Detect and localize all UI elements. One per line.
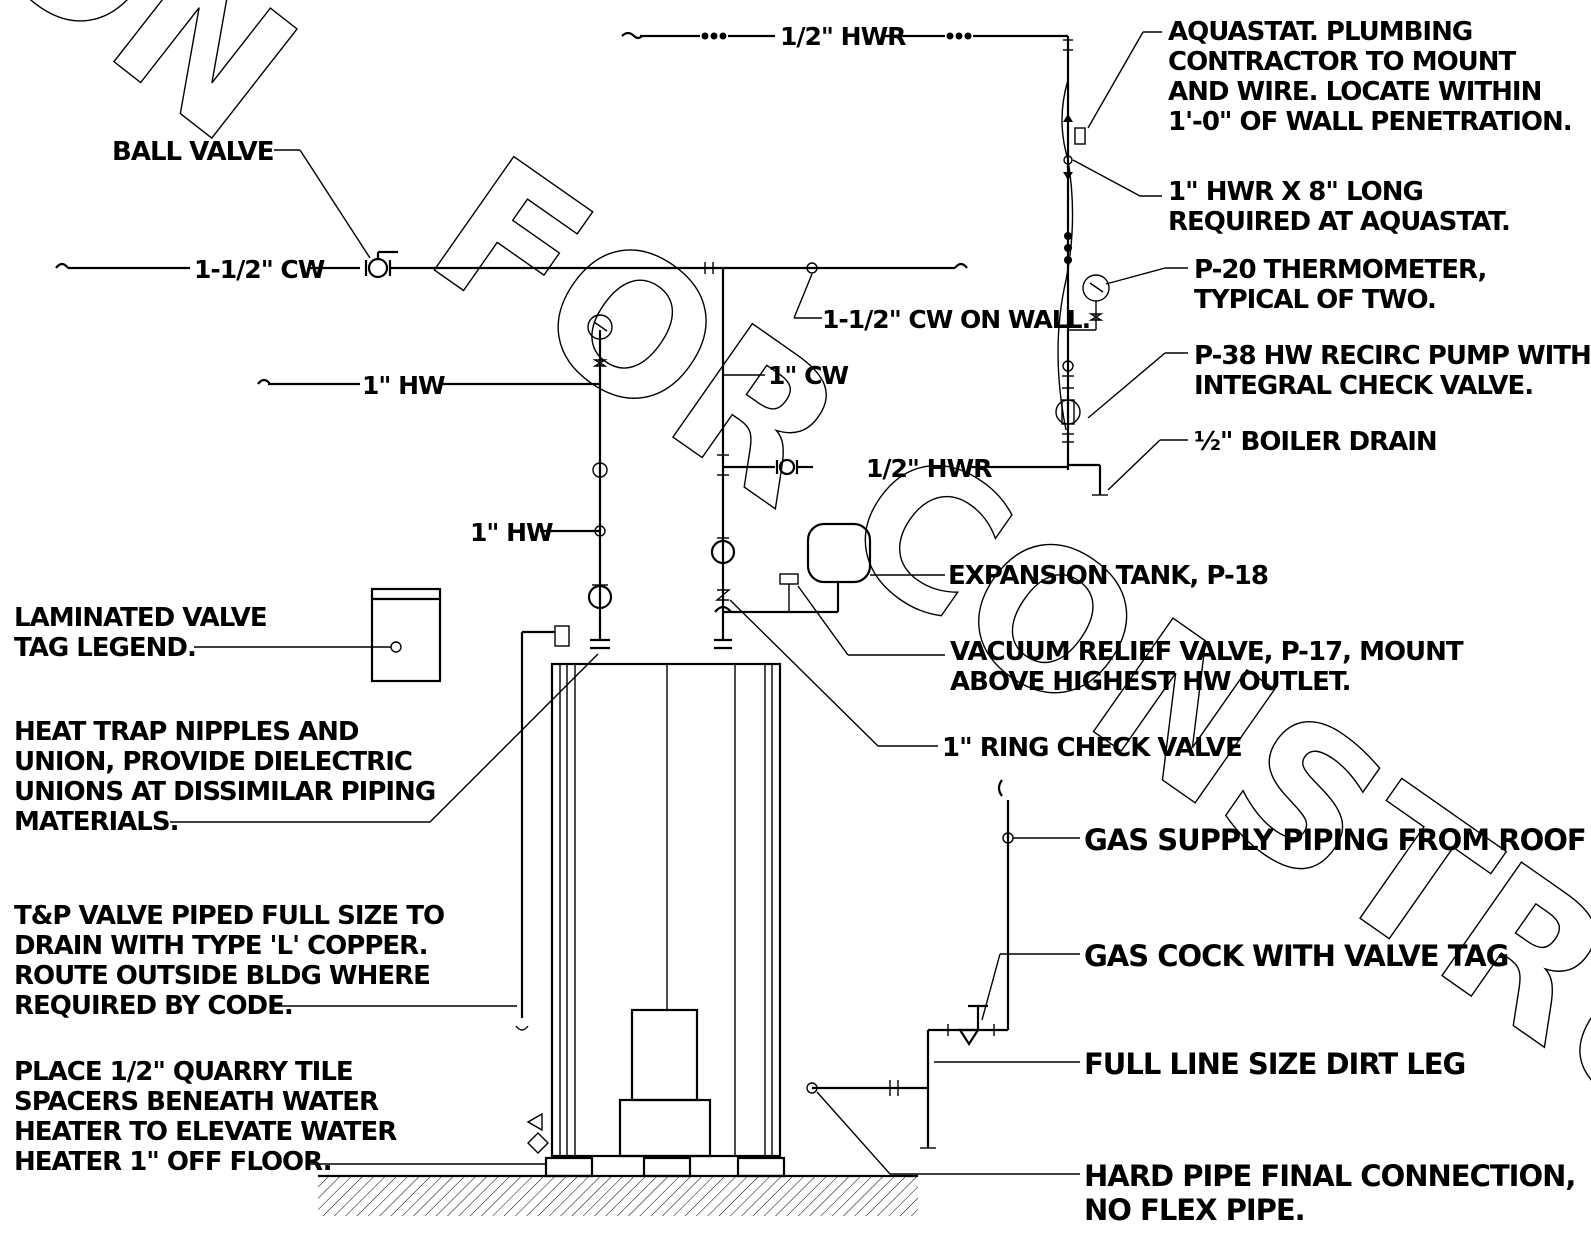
label-hwr-mid: 1/2" HWR xyxy=(866,454,992,483)
callout-vacuum-relief: VACUUM RELIEF VALVE, P-17, MOUNT ABOVE H… xyxy=(950,637,1465,697)
svg-text:AQUASTAT. PLUMBING: AQUASTAT. PLUMBING xyxy=(1168,17,1472,47)
callout-ring-check: 1" RING CHECK VALVE xyxy=(942,733,1242,763)
svg-text:1" HWR X 8" LONG: 1" HWR X 8" LONG xyxy=(1168,177,1423,207)
cw-main-line xyxy=(55,250,968,279)
thermometer-icon-2 xyxy=(587,314,613,340)
leader-lines xyxy=(170,31,1188,1175)
callout-aquastat: AQUASTAT. PLUMBING CONTRACTOR TO MOUNT A… xyxy=(1168,17,1573,137)
callout-recirc-pump: P-38 HW RECIRC PUMP WITH INTEGRAL CHECK … xyxy=(1194,341,1591,401)
svg-text:REQUIRED AT AQUASTAT.: REQUIRED AT AQUASTAT. xyxy=(1168,207,1510,237)
floor-hatch xyxy=(318,1176,918,1216)
callout-dirt-leg: FULL LINE SIZE DIRT LEG xyxy=(1084,1047,1465,1081)
water-heater xyxy=(526,662,786,1178)
callout-hard-pipe: HARD PIPE FINAL CONNECTION, NO FLEX PIPE… xyxy=(1084,1159,1576,1227)
svg-text:SPACERS BENEATH WATER: SPACERS BENEATH WATER xyxy=(14,1087,379,1117)
svg-text:P-38 HW RECIRC PUMP WITH: P-38 HW RECIRC PUMP WITH xyxy=(1194,341,1591,371)
callout-gas-cock: GAS COCK WITH VALVE TAG xyxy=(1084,939,1508,973)
label-cw-branch: 1" CW xyxy=(768,361,848,390)
svg-text:CONTRACTOR TO MOUNT: CONTRACTOR TO MOUNT xyxy=(1168,47,1517,77)
hw-riser-pipe xyxy=(257,314,613,650)
svg-text:AND WIRE. LOCATE WITHIN: AND WIRE. LOCATE WITHIN xyxy=(1168,77,1541,107)
callout-hwr-long: 1" HWR X 8" LONG REQUIRED AT AQUASTAT. xyxy=(1168,177,1511,237)
hwr-mid-line xyxy=(723,458,1068,476)
svg-text:1'-0" OF WALL PENETRATION.: 1'-0" OF WALL PENETRATION. xyxy=(1168,107,1572,137)
callout-valve-tag: LAMINATED VALVE TAG LEGEND. xyxy=(14,603,268,663)
callout-heat-trap: HEAT TRAP NIPPLES AND UNION, PROVIDE DIE… xyxy=(14,717,436,837)
svg-text:HARD PIPE FINAL CONNECTION,: HARD PIPE FINAL CONNECTION, xyxy=(1084,1159,1575,1193)
svg-text:INTEGRAL CHECK VALVE.: INTEGRAL CHECK VALVE. xyxy=(1194,371,1533,401)
label-hw-lower: 1" HW xyxy=(470,518,553,547)
callout-tp-valve: T&P VALVE PIPED FULL SIZE TO DRAIN WITH … xyxy=(14,901,445,1021)
callout-quarry-tile: PLACE 1/2" QUARRY TILE SPACERS BENEATH W… xyxy=(14,1057,398,1177)
svg-text:HEAT TRAP NIPPLES AND: HEAT TRAP NIPPLES AND xyxy=(14,717,359,747)
ball-valve-icon xyxy=(367,257,389,279)
svg-text:MATERIALS.: MATERIALS. xyxy=(14,807,178,837)
callout-thermometer: P-20 THERMOMETER, TYPICAL OF TWO. xyxy=(1194,255,1487,315)
svg-text:NO FLEX PIPE.: NO FLEX PIPE. xyxy=(1084,1193,1305,1227)
callout-expansion-tank: EXPANSION TANK, P-18 xyxy=(948,561,1268,591)
label-hwr-top: 1/2" HWR xyxy=(780,22,906,51)
svg-text:UNIONS AT DISSIMILAR PIPING: UNIONS AT DISSIMILAR PIPING xyxy=(14,777,435,807)
svg-text:PLACE 1/2" QUARRY TILE: PLACE 1/2" QUARRY TILE xyxy=(14,1057,353,1087)
callout-boiler-drain: ½" BOILER DRAIN xyxy=(1194,427,1437,457)
hwr-top-line xyxy=(621,31,1073,470)
label-hw-upper: 1" HW xyxy=(362,371,445,400)
callout-ball-valve: BALL VALVE xyxy=(112,137,273,167)
label-cw-main: 1-1/2" CW xyxy=(194,255,325,284)
callout-gas-supply: GAS SUPPLY PIPING FROM ROOF xyxy=(1084,823,1586,857)
svg-text:ROUTE OUTSIDE BLDG WHERE: ROUTE OUTSIDE BLDG WHERE xyxy=(14,961,430,991)
cw-branch-pipe xyxy=(710,268,736,650)
svg-text:DRAIN WITH TYPE 'L' COPPER.: DRAIN WITH TYPE 'L' COPPER. xyxy=(14,931,428,961)
svg-text:TAG LEGEND.: TAG LEGEND. xyxy=(14,633,196,663)
svg-text:ABOVE HIGHEST HW OUTLET.: ABOVE HIGHEST HW OUTLET. xyxy=(950,667,1351,697)
return-riser-devices xyxy=(1055,79,1110,496)
svg-text:HEATER TO ELEVATE WATER: HEATER TO ELEVATE WATER xyxy=(14,1117,397,1147)
svg-text:T&P VALVE PIPED FULL SIZE TO: T&P VALVE PIPED FULL SIZE TO xyxy=(14,901,444,931)
gas-piping xyxy=(806,779,1014,1149)
svg-text:VACUUM RELIEF VALVE, P-17, MOU: VACUUM RELIEF VALVE, P-17, MOUNT xyxy=(950,637,1464,667)
svg-text:P-20 THERMOMETER,: P-20 THERMOMETER, xyxy=(1194,255,1486,285)
svg-text:HEATER 1" OFF FLOOR.: HEATER 1" OFF FLOOR. xyxy=(14,1147,332,1177)
valve-tag-box xyxy=(370,587,442,683)
svg-text:REQUIRED BY CODE.: REQUIRED BY CODE. xyxy=(14,991,293,1021)
svg-text:LAMINATED VALVE: LAMINATED VALVE xyxy=(14,603,267,633)
tp-drain-pipe xyxy=(515,625,570,1031)
svg-text:UNION, PROVIDE DIELECTRIC: UNION, PROVIDE DIELECTRIC xyxy=(14,747,412,777)
label-cw-wall: 1-1/2" CW ON WALL. xyxy=(822,305,1090,334)
svg-text:TYPICAL OF TWO.: TYPICAL OF TWO. xyxy=(1194,285,1436,315)
